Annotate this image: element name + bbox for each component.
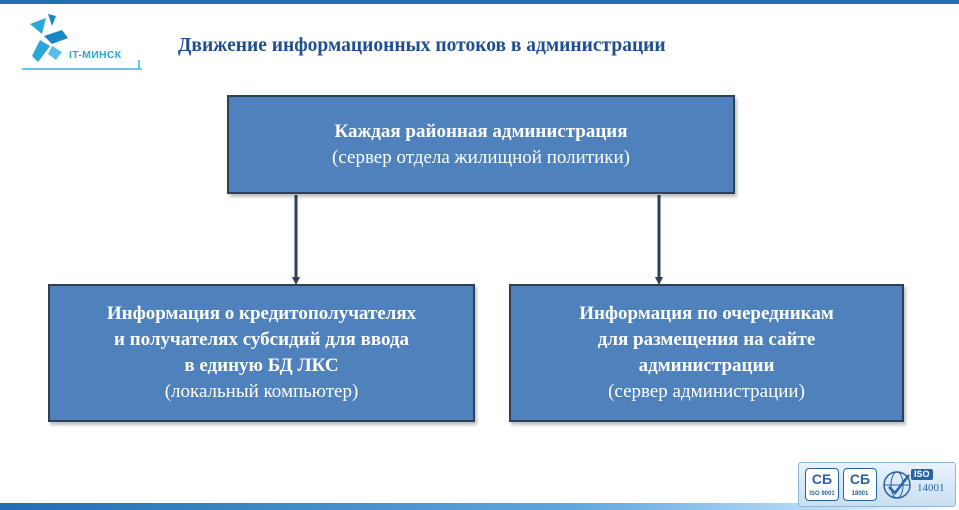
queue-info-box: Информация по очередникам для размещения… (509, 284, 904, 422)
iso-globe-icon (883, 471, 911, 499)
borrowers-info-subtitle: (локальный компьютер) (164, 381, 359, 402)
district-administration-box: Каждая районная администрация (сервер от… (227, 95, 735, 194)
certificate-badge-1: СБ ISO 9001 (805, 468, 839, 501)
bottom-border-line (0, 503, 959, 510)
logo-graphic (22, 14, 142, 70)
certificate-badge-2: СБ 18001 (843, 468, 877, 501)
borrowers-info-box: Информация о кредитополучателях и получа… (48, 284, 475, 422)
logo-text: IT-МИНСК (69, 49, 122, 61)
borrowers-info-line-2: и получателях субсидий для ввода (113, 329, 410, 350)
district-administration-title: Каждая районная администрация (334, 120, 628, 142)
certificate-mark-2: СБ (849, 471, 871, 487)
top-border-line (0, 0, 959, 4)
borrowers-info-line-1: Информация о кредитополучателях (106, 303, 417, 324)
iso-number: 14001 (917, 482, 945, 494)
iso-label: ISO (911, 469, 933, 480)
queue-info-line-1: Информация по очередникам (579, 303, 834, 324)
borrowers-info-line-3: в единую БД ЛКС (184, 355, 339, 376)
iso-badge: ISO 14001 (881, 467, 953, 503)
page-title: Движение информационных потоков в админи… (178, 35, 666, 56)
certification-badges: СБ ISO 9001 СБ 18001 ISO 14001 (798, 462, 956, 507)
it-minsk-logo: IT-МИНСК (22, 10, 152, 74)
queue-info-line-2: для размещения на сайте (597, 329, 816, 350)
district-administration-subtitle: (сервер отдела жилищной политики) (332, 146, 630, 168)
queue-info-subtitle: (сервер администрации) (608, 381, 805, 402)
queue-info-line-3: администрации (638, 355, 775, 376)
certificate-number-2: 18001 (851, 491, 869, 497)
certificate-number-1: ISO 9001 (809, 491, 835, 497)
certificate-mark-1: СБ (811, 471, 833, 487)
